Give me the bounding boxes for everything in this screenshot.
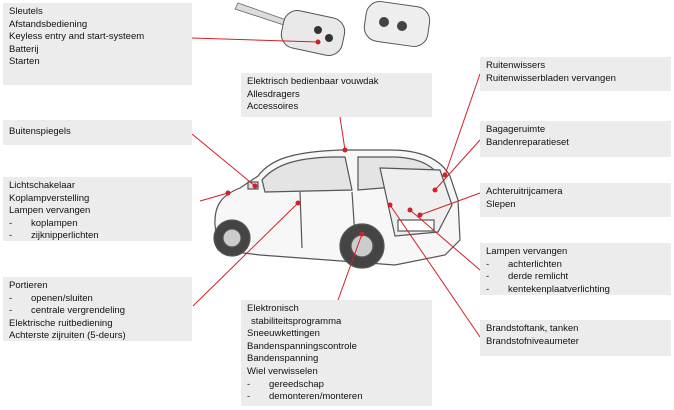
callout-line: stabiliteitsprogramma	[251, 315, 342, 327]
callout-subitem: -derde remlicht	[486, 271, 569, 283]
callout-subitem: -koplampen	[9, 217, 78, 229]
callout-subitem: -centrale vergrendeling	[9, 305, 126, 317]
callout-lights[interactable]: Lichtschakelaar Koplampverstelling Lampe…	[3, 177, 192, 241]
callout-subitem: -kentekenplaatverlichting	[486, 283, 610, 295]
callout-line: Bandenspanning	[247, 353, 319, 365]
leader-rear-lamps	[409, 209, 481, 271]
key-closed-button-1	[379, 17, 389, 27]
car-front-hub	[222, 228, 242, 248]
callout-line: Elektrisch bedienbaar vouwdak	[247, 76, 379, 87]
car-plate	[397, 219, 435, 232]
callout-line: Buitenspiegels	[9, 126, 71, 137]
callout-wipers[interactable]: Ruitenwissers Ruitenwisserbladen vervang…	[480, 57, 671, 91]
callout-line: Batterij	[9, 43, 39, 55]
car-illustration	[213, 149, 461, 269]
callout-line: Achteruitrijcamera	[486, 186, 563, 197]
key-fob-closed	[363, 1, 431, 47]
callout-line: Starten	[9, 56, 40, 68]
leader-lights	[199, 192, 229, 202]
callout-line: Achterste zijruiten (5-deurs)	[9, 330, 126, 342]
callout-fuel[interactable]: Brandstoftank, tanken Brandstofniveaumet…	[480, 320, 671, 356]
callout-doors[interactable]: Portieren -openen/sluiten -centrale verg…	[3, 277, 192, 341]
callout-line: Bandenspanningscontrole	[247, 340, 357, 352]
callout-line: Sleutels	[9, 6, 43, 17]
callout-subitem: -openen/sluiten	[9, 292, 93, 304]
key-fob-open	[280, 10, 346, 56]
callout-line: Elektrische ruitbediening	[9, 317, 113, 329]
callout-line: Slepen	[486, 198, 516, 210]
key-button-unlock	[325, 34, 333, 42]
callout-wheels[interactable]: Elektronisch stabiliteitsprogramma Sneeu…	[241, 300, 432, 406]
callout-line: Elektronisch	[247, 303, 299, 314]
callout-line: Bagageruimte	[486, 124, 546, 135]
callout-line: Brandstoftank, tanken	[486, 323, 579, 334]
callout-mirrors[interactable]: Buitenspiegels	[3, 120, 192, 145]
callout-boot[interactable]: Bagageruimte Bandenreparatieset	[480, 121, 671, 157]
leader-wheels	[337, 233, 363, 301]
leader-boot	[434, 139, 481, 191]
callout-line: Brandstofniveaumeter	[486, 335, 579, 347]
leader-fuel	[389, 204, 481, 338]
callout-rear-lamps[interactable]: Lampen vervangen -achterlichten -derde r…	[480, 243, 671, 295]
callout-line: Wiel verwisselen	[247, 365, 318, 377]
callout-line: Lichtschakelaar	[9, 180, 76, 191]
callout-line: Accessoires	[247, 101, 299, 113]
callout-line: Afstandsbediening	[9, 18, 88, 30]
callout-line: Allesdragers	[247, 88, 300, 100]
key-fob-illustration	[234, 1, 431, 56]
car-rear-hub	[350, 234, 374, 258]
callout-line: Ruitenwissers	[486, 60, 546, 71]
callout-roof[interactable]: Elektrisch bedienbaar vouwdak Allesdrage…	[241, 73, 432, 117]
callout-camera[interactable]: Achteruitrijcamera Slepen	[480, 183, 671, 217]
leader-dots	[225, 39, 448, 237]
callout-subitem: -demonteren/monteren	[247, 391, 363, 403]
callout-line: Lampen vervangen	[486, 246, 568, 257]
callout-subitem: -zijknipperlichten	[9, 230, 99, 242]
key-closed-button-2	[397, 21, 407, 31]
callout-line: Ruitenwisserbladen vervangen	[486, 72, 616, 84]
callout-line: Keyless entry and start-systeem	[9, 31, 145, 43]
callout-keys[interactable]: Sleutels Afstandsbediening Keyless entry…	[3, 3, 192, 85]
leader-wipers	[444, 73, 481, 176]
callout-line: Sneeuwkettingen	[247, 328, 320, 340]
leader-doors	[192, 202, 299, 307]
leader-mirrors	[191, 133, 256, 187]
key-button-lock	[314, 26, 322, 34]
car-windows	[261, 156, 353, 193]
car-tailgate	[379, 167, 453, 237]
callout-line: Lampen vervangen	[9, 205, 91, 217]
callout-subitem: -gereedschap	[247, 378, 324, 390]
callout-line: Koplampverstelling	[9, 192, 90, 204]
leader-lines	[191, 37, 481, 338]
callout-line: Portieren	[9, 280, 48, 291]
callout-subitem: -achterlichten	[486, 258, 562, 270]
callout-line: Bandenreparatieset	[486, 136, 569, 148]
leader-roof	[339, 116, 346, 151]
leader-camera	[419, 192, 481, 216]
leader-keys	[191, 37, 319, 43]
